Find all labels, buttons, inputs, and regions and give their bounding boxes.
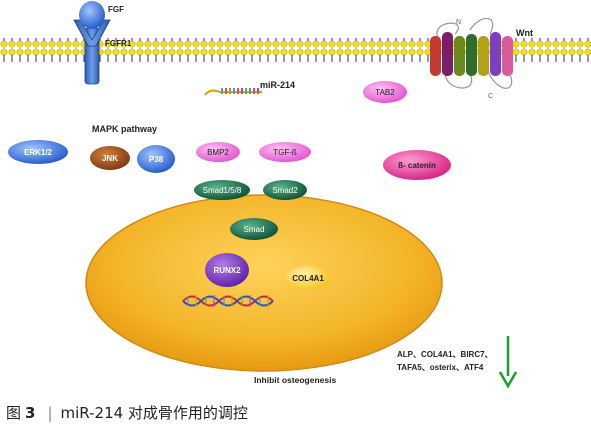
smad-label: Smad xyxy=(244,225,265,234)
caption-separator: | xyxy=(47,404,53,422)
fgfr1-label: FGFR1 xyxy=(105,39,132,48)
wnt-label: Wnt xyxy=(516,28,533,38)
smad-node xyxy=(230,218,278,240)
p38-label: P38 xyxy=(149,155,164,164)
mir214-strand xyxy=(204,88,262,96)
bcatenin-node xyxy=(383,150,451,180)
target-genes-line2: TAFA5、osterix、ATF4 xyxy=(397,363,484,372)
col4a1-node xyxy=(286,266,330,290)
wnt-c-terminal-label: C xyxy=(488,93,493,100)
tgfb-label: TGF-ß xyxy=(273,148,297,157)
erk12-node xyxy=(8,140,68,164)
runx2-node xyxy=(205,253,249,287)
mir214-label: miR-214 xyxy=(260,80,295,90)
wnt-receptor xyxy=(430,17,513,89)
bmp2-node xyxy=(196,142,240,162)
bmp2-label: BMP2 xyxy=(207,148,229,157)
mir214-regulation-diagram: FGF FGFR1 N C Wnt miR-214 xyxy=(0,1,591,389)
caption-text: miR-214 对成骨作用的调控 xyxy=(60,404,248,422)
col4a1-label: COL4A1 xyxy=(292,274,324,283)
inhibit-osteogenesis-label: Inhibit osteogenesis xyxy=(254,375,336,385)
p38-node xyxy=(137,145,175,173)
caption-figure-number: 3 xyxy=(25,404,36,422)
fgf-ligand xyxy=(79,1,105,29)
erk12-label: ERK1/2 xyxy=(24,148,53,157)
smad158-node xyxy=(194,180,250,200)
smad2-label: Smad2 xyxy=(272,186,298,195)
jnk-node xyxy=(90,146,130,170)
jnk-label: JNK xyxy=(102,154,118,163)
wnt-n-terminal-label: N xyxy=(456,19,461,26)
caption-figure-word: 图 xyxy=(6,404,22,422)
downregulation-arrow xyxy=(498,336,518,389)
smad158-label: Smad1/5/8 xyxy=(203,186,242,195)
runx2-label: RUNX2 xyxy=(213,266,241,275)
fgf-label: FGF xyxy=(108,5,124,14)
nucleus xyxy=(85,194,443,372)
tab2-label: TAB2 xyxy=(375,88,395,97)
smad2-node xyxy=(263,180,307,200)
tab2-node xyxy=(363,81,407,103)
dna-helix xyxy=(182,295,274,307)
bcatenin-label: ß- catenin xyxy=(398,161,436,170)
tgfb-node xyxy=(259,142,311,162)
mapk-pathway-label: MAPK pathway xyxy=(92,124,157,134)
target-genes-line1: ALP、COL4A1、BIRC7、 xyxy=(397,350,493,359)
